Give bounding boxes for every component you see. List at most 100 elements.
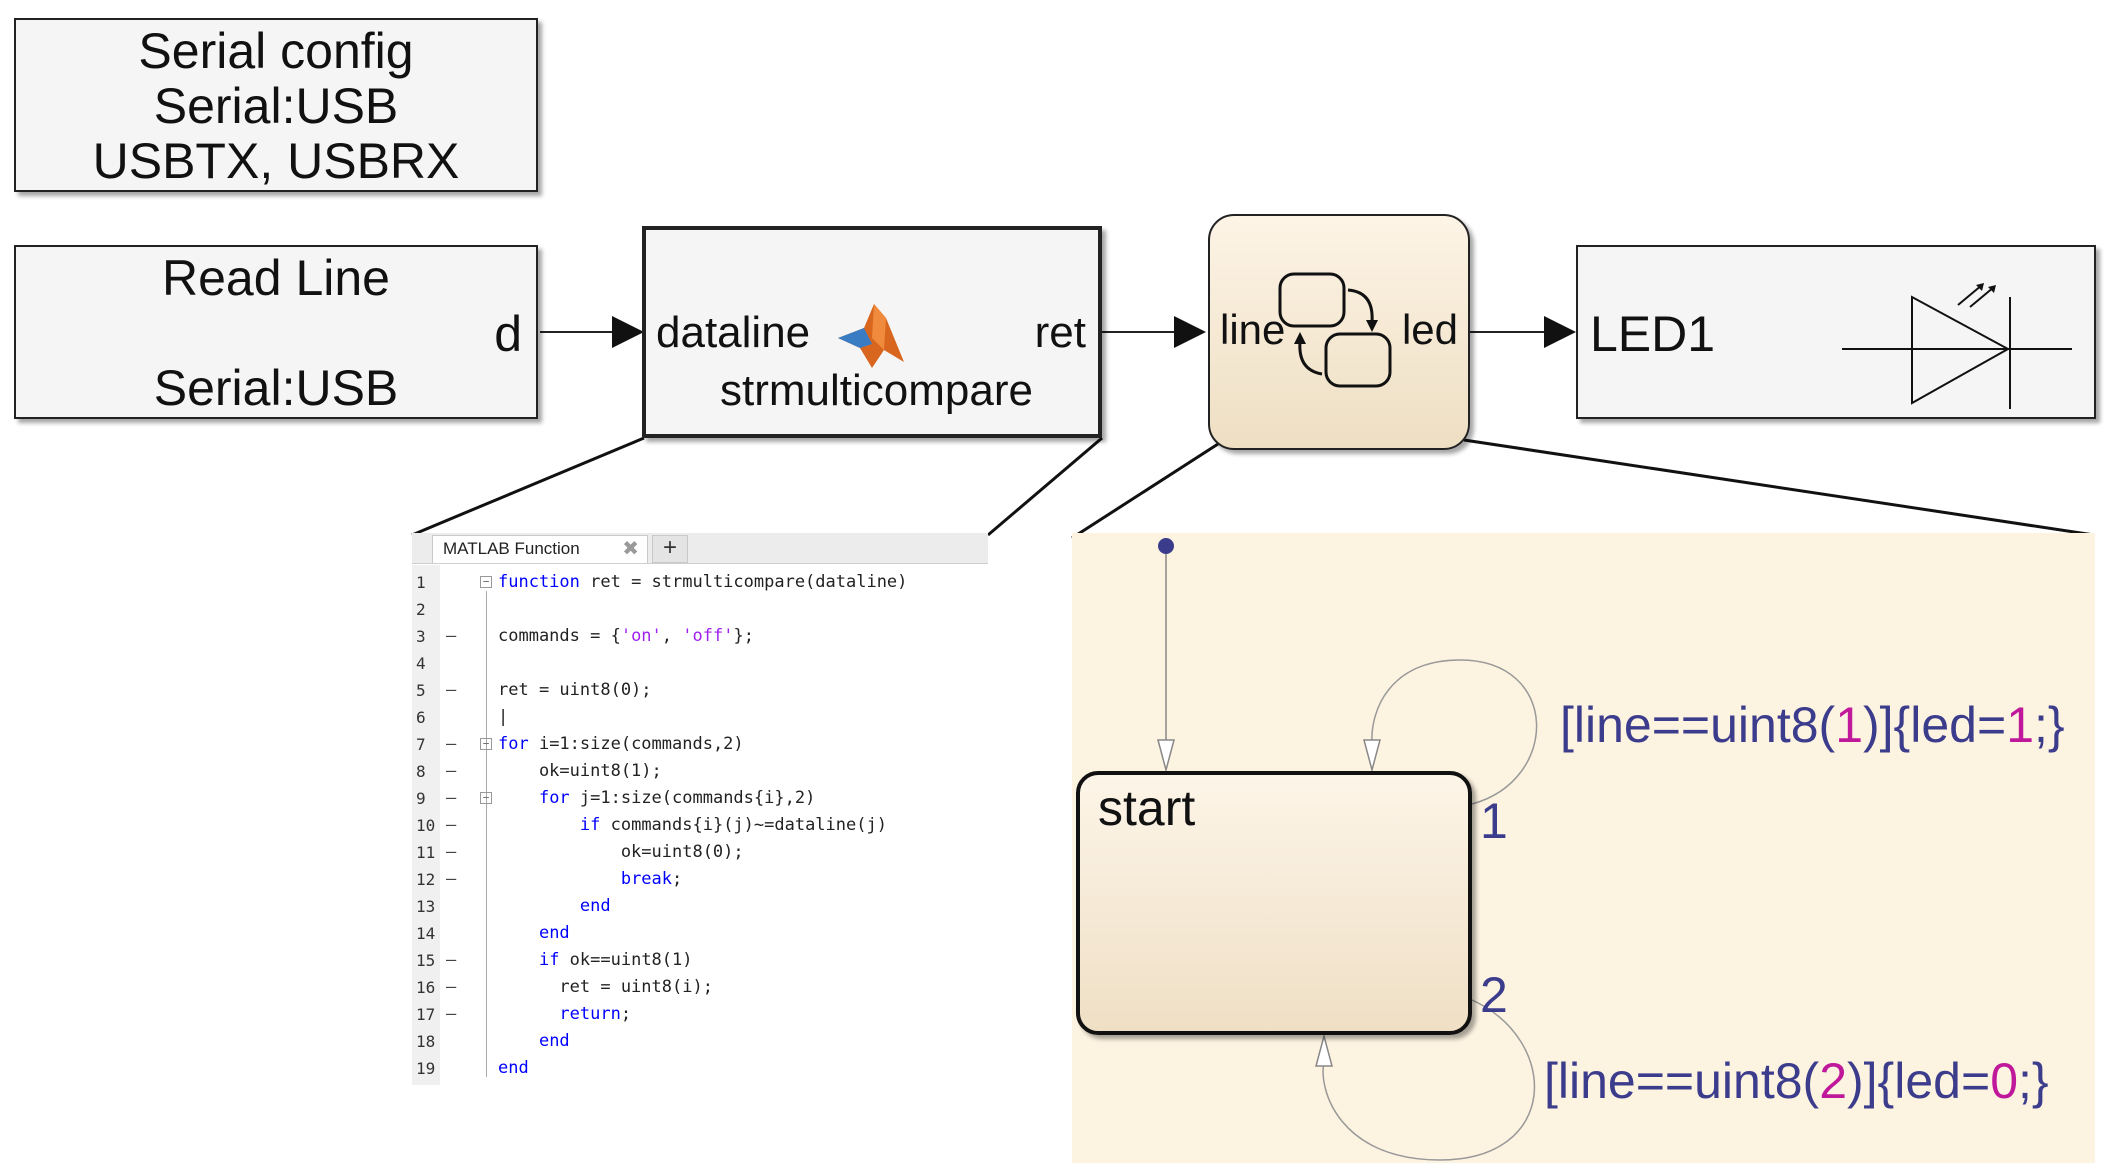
line-number-gutter <box>412 565 440 1085</box>
code-text: return; <box>559 1004 632 1024</box>
code-text: ret = uint8(i); <box>498 977 713 997</box>
serial-config-port: Serial:USB <box>153 78 399 134</box>
fold-toggle-icon[interactable]: − <box>480 738 492 750</box>
code-line[interactable]: 14 end <box>412 920 988 947</box>
breakpoint-marker[interactable]: — <box>446 680 457 700</box>
code-text: end <box>538 1031 570 1051</box>
led1-label: LED1 <box>1590 306 1716 362</box>
transition-1-value: 1 <box>1835 697 1864 753</box>
code-text: for j=1:size(commands{i},2) <box>538 788 816 808</box>
chart-states-icon <box>1278 272 1392 388</box>
line-number: 16 <box>416 978 436 997</box>
stateflow-chart-block[interactable]: line led <box>1208 214 1470 450</box>
breakpoint-marker[interactable]: — <box>446 1004 457 1024</box>
read-line-subtitle: Serial:USB <box>153 360 399 416</box>
code-line[interactable]: 8 — ok=uint8(1); <box>412 758 988 785</box>
code-text: commands = {'on', 'off'}; <box>498 626 754 646</box>
breakpoint-marker[interactable]: — <box>446 788 457 808</box>
state-start[interactable]: start <box>1076 771 1472 1035</box>
matlab-logo-icon <box>838 304 904 368</box>
code-line[interactable]: 13 end <box>412 893 988 920</box>
transition-1-led-value: 1 <box>2006 697 2034 753</box>
transition-label-2[interactable]: [line==uint8(2)]{led=0;} <box>1544 1052 2049 1110</box>
code-line[interactable]: 9 — − for j=1:size(commands{i},2) <box>412 785 988 812</box>
code-area[interactable]: 1−function ret = strmulticompare(datalin… <box>412 569 988 1082</box>
arrow-dataline <box>612 316 644 348</box>
led1-block[interactable]: LED1 <box>1576 245 2096 419</box>
code-line[interactable]: 10— if commands{i}(j)~=dataline(j) <box>412 812 988 839</box>
transition-2-led-value: 0 <box>1990 1053 2018 1109</box>
read-line-block[interactable]: Read Line d Serial:USB <box>14 245 538 419</box>
code-line[interactable]: 4 <box>412 650 988 677</box>
transition-2-mid: )]{led= <box>1847 1053 1991 1109</box>
fold-guide <box>486 591 487 1077</box>
line-number: 1 <box>416 573 426 592</box>
line-number: 2 <box>416 600 426 619</box>
read-line-title: Read Line <box>162 250 390 306</box>
line-number: 10 <box>416 816 436 835</box>
arrow-line <box>1174 316 1206 348</box>
code-line[interactable]: 16 — ret = uint8(i); <box>412 974 988 1001</box>
code-line[interactable]: 11— ok=uint8(0); <box>412 839 988 866</box>
line-number: 4 <box>416 654 426 673</box>
close-tab-icon[interactable]: ✖ <box>622 538 639 560</box>
line-number: 14 <box>416 924 436 943</box>
transition-1-mid: )]{led= <box>1863 697 2007 753</box>
breakpoint-marker[interactable]: — <box>446 626 457 646</box>
matlab-function-block[interactable]: dataline ret strmulticompare <box>642 226 1102 438</box>
add-tab-icon[interactable]: + <box>652 535 688 563</box>
line-number: 8 <box>416 762 426 781</box>
arrow-led <box>1544 316 1576 348</box>
code-text: break; <box>620 869 683 889</box>
transition-priority-2: 2 <box>1480 967 1508 1023</box>
fold-toggle-icon[interactable]: − <box>480 792 492 804</box>
code-line[interactable]: 12— break; <box>412 866 988 893</box>
matlab-function-input-port: dataline <box>656 308 811 357</box>
breakpoint-marker[interactable]: — <box>446 734 457 754</box>
code-text: ok=uint8(0); <box>498 842 744 862</box>
serial-config-pins: USBTX, USBRX <box>92 133 460 189</box>
line-number: 3 <box>416 627 426 646</box>
read-line-output-port: d <box>494 306 522 362</box>
line-number: 9 <box>416 789 426 808</box>
code-line[interactable]: 2 <box>412 596 988 623</box>
code-line[interactable]: 18 end <box>412 1028 988 1055</box>
line-number: 15 <box>416 951 436 970</box>
serial-config-block[interactable]: Serial config Serial:USB USBTX, USBRX <box>14 18 538 192</box>
fold-toggle-icon[interactable]: − <box>480 576 492 588</box>
code-line[interactable]: 15— if ok==uint8(1) <box>412 947 988 974</box>
code-text: ok=uint8(1); <box>498 761 662 781</box>
breakpoint-marker[interactable]: — <box>446 977 457 997</box>
breakpoint-marker[interactable]: — <box>446 842 457 862</box>
breakpoint-marker[interactable]: — <box>446 815 457 835</box>
transition-1-pre: [line==uint8( <box>1560 697 1836 753</box>
code-text: ret = uint8(0); <box>498 680 652 700</box>
matlab-editor[interactable]: MATLAB Function ✖ + 1−function ret = str… <box>412 533 988 1085</box>
matlab-function-name: strmulticompare <box>720 366 1033 415</box>
code-line[interactable]: 5—ret = uint8(0); <box>412 677 988 704</box>
line-number: 18 <box>416 1032 436 1051</box>
line-number: 13 <box>416 897 436 916</box>
code-text: end <box>579 896 611 916</box>
code-line[interactable]: 7—−for i=1:size(commands,2) <box>412 731 988 758</box>
breakpoint-marker[interactable]: — <box>446 950 457 970</box>
code-text: for i=1:size(commands,2) <box>498 734 744 754</box>
transition-2-pre: [line==uint8( <box>1544 1053 1820 1109</box>
code-line[interactable]: 6| <box>412 704 988 731</box>
default-transition-dot <box>1158 538 1174 554</box>
transition-label-1[interactable]: [line==uint8(1)]{led=1;} <box>1560 696 2065 754</box>
tab-label: MATLAB Function <box>443 539 580 558</box>
code-line[interactable]: 3 — commands = {'on', 'off'}; <box>412 623 988 650</box>
tab-matlab-function[interactable]: MATLAB Function ✖ <box>432 535 648 563</box>
breakpoint-marker[interactable]: — <box>446 761 457 781</box>
code-line[interactable]: 1 −function ret = strmulticompare(datalin… <box>412 569 988 596</box>
code-text: end <box>498 1058 529 1078</box>
code-text: end <box>538 923 570 943</box>
code-text: function ret = strmulticompare(dataline) <box>498 572 908 592</box>
code-line[interactable]: 17— return; <box>412 1001 988 1028</box>
code-text: | <box>498 707 509 727</box>
breakpoint-marker[interactable]: — <box>446 869 457 889</box>
